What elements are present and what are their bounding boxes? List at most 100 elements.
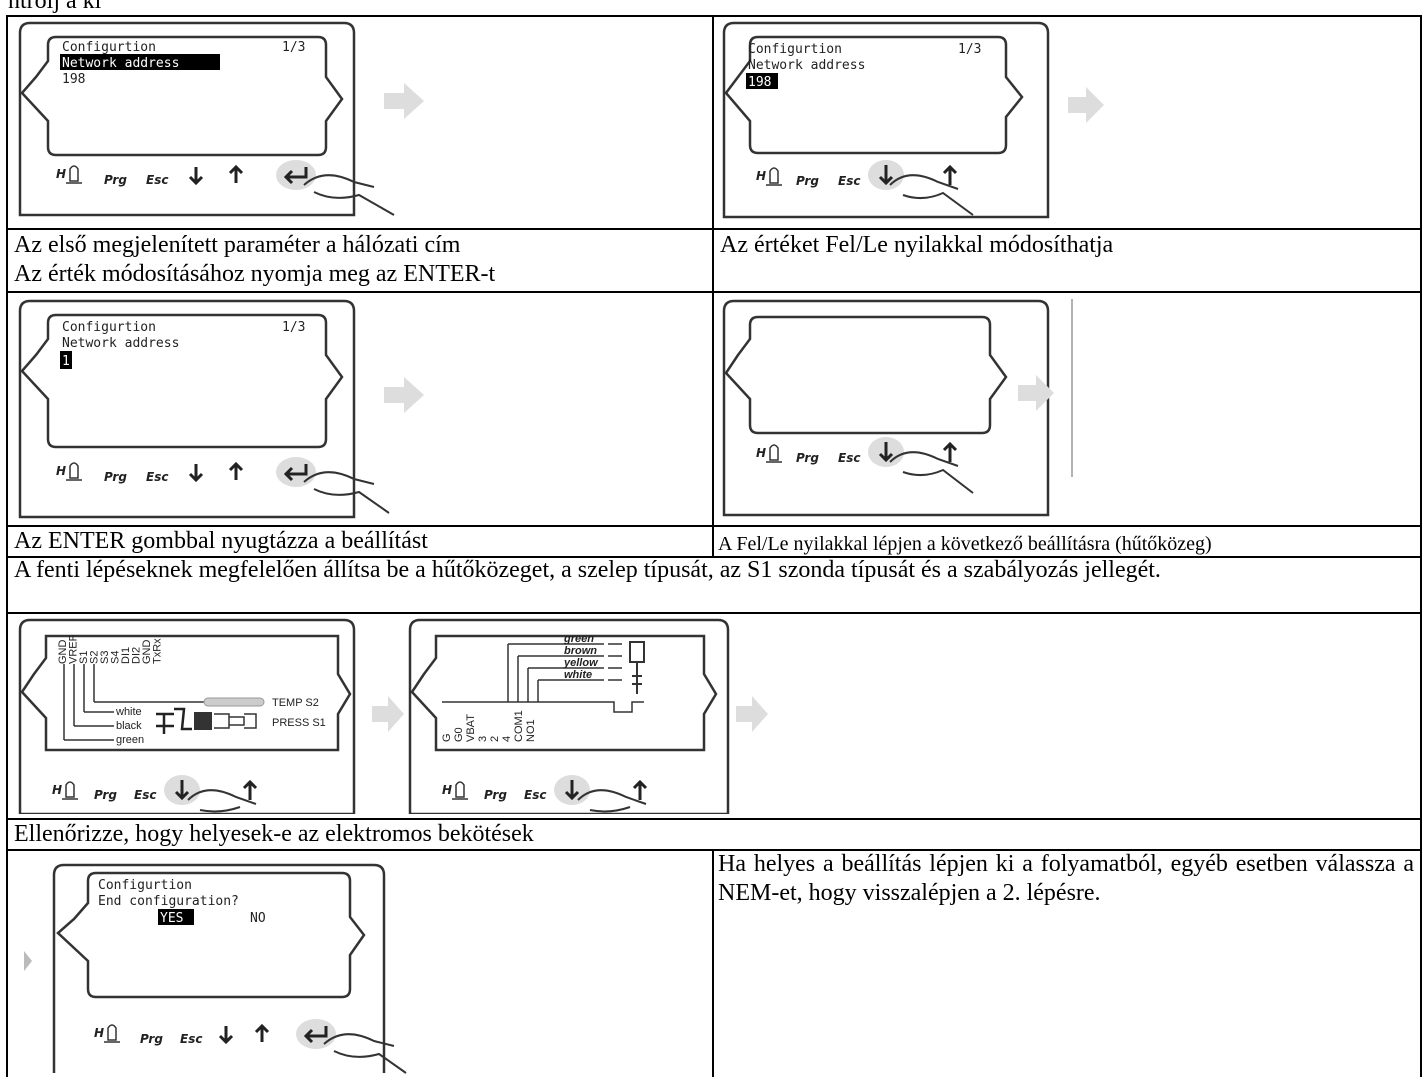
wire-brown: brown: [564, 645, 597, 657]
terminal-label: G0: [453, 727, 465, 742]
esc-key[interactable]: Esc: [146, 470, 168, 484]
help-label: H: [56, 167, 66, 181]
prg-key[interactable]: Prg: [484, 788, 507, 802]
pressing-hand-icon: [323, 1033, 407, 1074]
instruction-text: A fenti lépéseknek megfelelően állítsa b…: [14, 557, 1161, 583]
prg-key[interactable]: Prg: [796, 451, 819, 465]
yes-option[interactable]: YES: [160, 911, 183, 926]
grid-line: [6, 849, 1422, 851]
screen-value: 198: [748, 75, 771, 90]
enter-key-icon[interactable]: [283, 464, 308, 482]
terminal-label: S4: [110, 651, 122, 664]
temp-s2-label: TEMP S2: [272, 697, 319, 709]
pressing-hand-icon: [889, 174, 974, 216]
terminal-label: 3: [477, 736, 489, 742]
prg-key[interactable]: Prg: [140, 1032, 163, 1046]
esc-key[interactable]: Esc: [838, 174, 860, 188]
prg-key[interactable]: Prg: [104, 173, 127, 187]
enter-key-icon[interactable]: [942, 441, 958, 462]
up-arrow-key-icon[interactable]: [228, 164, 244, 183]
esc-key[interactable]: Esc: [838, 451, 860, 465]
terminal-label: S3: [99, 651, 111, 664]
down-arrow-key-icon[interactable]: [188, 167, 204, 186]
check-caption: Ellenőrizze, hogy helyesek-e az elektrom…: [14, 821, 534, 847]
alarm-bell-icon[interactable]: [766, 444, 782, 463]
up-arrow-key-icon[interactable]: [254, 1023, 270, 1042]
terminal-label: 4: [501, 736, 513, 742]
screen-value: 1: [62, 354, 70, 369]
esc-key[interactable]: Esc: [180, 1032, 202, 1046]
alarm-bell-icon[interactable]: [104, 1024, 120, 1043]
alarm-bell-icon[interactable]: [452, 781, 468, 800]
wire-yellow: yellow: [563, 657, 599, 669]
prg-key[interactable]: Prg: [796, 174, 819, 188]
grid-line: [1420, 15, 1422, 1077]
up-arrow-key-icon[interactable]: [228, 461, 244, 480]
enter-key-highlight: [276, 457, 316, 487]
wire-green: green: [116, 734, 144, 746]
down-arrow-key-icon[interactable]: [878, 442, 894, 463]
screen-network-address: Network address: [62, 56, 179, 71]
grid-line: [6, 612, 1422, 614]
grid-line: [6, 556, 1422, 558]
down-arrow-key-icon[interactable]: [218, 1026, 234, 1045]
header-fragment: ntrolj a ki: [8, 0, 102, 14]
step1-caption-line1: Az első megjelenített paraméter a hálóza…: [14, 232, 461, 258]
esc-key[interactable]: Esc: [134, 788, 156, 802]
final-text: Ha helyes a beállítás lépjen ki a folyam…: [718, 851, 1414, 906]
press-s1-label: PRESS S1: [272, 717, 326, 729]
prg-key[interactable]: Prg: [104, 470, 127, 484]
screen-title: Configurtion: [62, 40, 156, 55]
down-arrow-key-icon[interactable]: [564, 780, 580, 801]
terminal-label: VREF: [68, 634, 80, 664]
screen-title: Configurtion: [62, 320, 156, 335]
terminal-label: GND: [57, 640, 69, 665]
controller-device-step2: Configurtion 1/3 Network address 198 H P…: [722, 21, 1104, 219]
wire-black: black: [116, 720, 142, 732]
down-arrow-key-icon[interactable]: [174, 780, 190, 801]
pressing-hand-icon: [303, 174, 395, 216]
controller-device-step3: Configurtion 1/3 Network address 1 H Prg…: [18, 299, 424, 519]
down-arrow-key-icon[interactable]: [878, 165, 894, 186]
wire-white: white: [564, 669, 592, 681]
terminal-label: NO1: [525, 719, 537, 742]
grid-line: [6, 291, 1422, 293]
esc-key[interactable]: Esc: [146, 173, 168, 187]
enter-key-icon[interactable]: [303, 1026, 328, 1044]
controller-device-final: Configurtion End configuration? YES NO H…: [24, 863, 407, 1074]
pressing-hand-icon: [303, 471, 390, 514]
screen-title: Configurtion: [748, 42, 842, 57]
controller-device-step1: Configurtion 1/3 Network address 198 H P…: [18, 21, 424, 217]
grid-line: [6, 228, 1422, 230]
terminal-label: S1: [78, 651, 90, 664]
alarm-bell-icon[interactable]: [766, 167, 782, 186]
enter-key-icon[interactable]: [242, 779, 258, 800]
terminal-label: COM1: [513, 710, 525, 742]
alarm-bell-icon[interactable]: [66, 165, 82, 184]
grid-line: [712, 15, 714, 556]
prg-key[interactable]: Prg: [94, 788, 117, 802]
next-step-arrow-icon: [1068, 87, 1104, 123]
wire-green: green: [563, 633, 594, 645]
enter-key-icon[interactable]: [283, 167, 308, 185]
grid-line: [6, 818, 1422, 820]
wire-white: white: [115, 706, 142, 718]
grid-line: [6, 15, 8, 1077]
no-option[interactable]: NO: [250, 911, 266, 926]
enter-key-icon[interactable]: [632, 779, 648, 800]
screen-page: 1/3: [282, 40, 305, 55]
alarm-bell-icon[interactable]: [62, 781, 78, 800]
alarm-bell-icon[interactable]: [66, 462, 82, 481]
esc-key[interactable]: Esc: [524, 788, 546, 802]
down-arrow-key-icon[interactable]: [188, 464, 204, 483]
step3-caption: Az ENTER gombbal nyugtázza a beállítást: [14, 528, 428, 554]
step4-caption: A Fel/Le nyilakkal lépjen a következő be…: [718, 533, 1212, 555]
screen-question: End configuration?: [98, 894, 239, 909]
screen-page: 1/3: [958, 42, 981, 57]
screen-page: 1/3: [282, 320, 305, 335]
next-step-arrow-icon: [372, 696, 404, 732]
terminal-label: GND: [141, 640, 153, 665]
enter-key-icon[interactable]: [942, 164, 958, 185]
